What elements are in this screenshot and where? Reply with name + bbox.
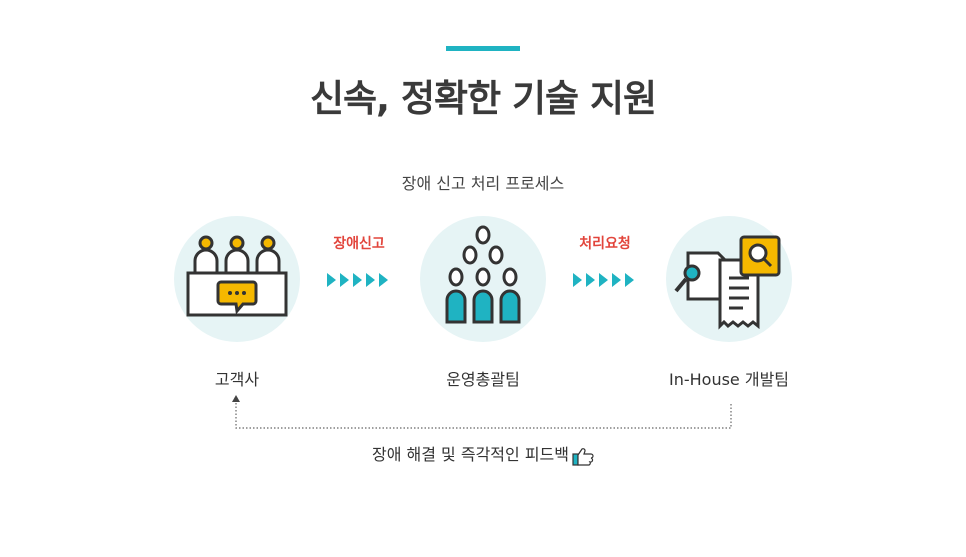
feedback-label: 장애 해결 및 즉각적인 피드백: [0, 441, 966, 466]
feedback-arrowhead-icon: [232, 395, 240, 402]
node-operations-circle: [420, 216, 546, 342]
node-devteam-circle: [666, 216, 792, 342]
arrow-chevrons-icon: [573, 273, 634, 287]
page-title: 신속, 정확한 기술 지원: [309, 77, 657, 120]
arrow-chevrons-icon: [327, 273, 388, 287]
process-subtitle: 장애 신고 처리 프로세스: [401, 174, 565, 193]
node-customer-circle: [174, 216, 300, 342]
team-group-icon: [445, 225, 521, 324]
node-operations-label: 운영총괄팀: [446, 370, 520, 389]
step-report-label: 장애신고: [333, 236, 385, 252]
feedback-text: 장애 해결 및 즉각적인 피드백: [372, 445, 569, 464]
node-devteam-label: In-House 개발팀: [668, 370, 790, 389]
thumbs-up-icon: [572, 447, 594, 466]
customer-meeting-icon: [186, 235, 288, 317]
title-accent-bar: [446, 46, 520, 51]
node-customer-label: 고객사: [214, 370, 260, 389]
step-request-label: 처리요청: [579, 236, 631, 252]
document-search-icon: [674, 235, 781, 330]
